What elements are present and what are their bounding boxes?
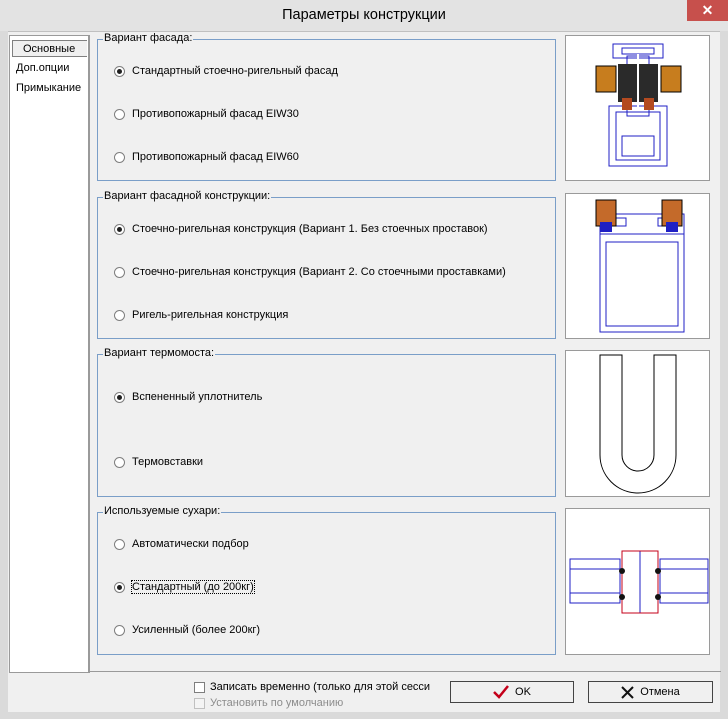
group-title: Вариант термомоста: (103, 347, 216, 359)
radio-indicator[interactable] (114, 152, 125, 163)
window-title: Параметры конструкции (282, 7, 446, 23)
ok-button[interactable]: OK (450, 681, 574, 703)
radio-label[interactable]: Стоечно-ригельная конструкция (Вариант 1… (132, 223, 488, 235)
preview-construction-section (565, 193, 710, 339)
checkbox-box (194, 698, 205, 709)
radio-label[interactable]: Стандартный (до 200кг) (131, 580, 255, 594)
preview-connectors (565, 508, 710, 655)
radio-indicator[interactable] (114, 539, 125, 550)
cross-icon (621, 685, 634, 699)
group-thermal-bridge: Вариант термомоста: Вспененный уплотните… (97, 347, 556, 497)
tab-adjoining[interactable]: Примыкание (16, 82, 82, 94)
radio-label[interactable]: Ригель-ригельная конструкция (132, 309, 289, 321)
group-construction-variant: Вариант фасадной конструкции: Стоечно-ри… (97, 190, 556, 339)
radio-label[interactable]: Стандартный стоечно-ригельный фасад (132, 65, 338, 77)
preview-facade-section (565, 35, 710, 181)
tab-content-area (88, 35, 721, 672)
radio-indicator[interactable] (114, 109, 125, 120)
checkbox-label[interactable]: Записать временно (только для этой сесси (210, 681, 431, 693)
group-title: Вариант фасада: (103, 32, 194, 44)
transom-drawing-icon (595, 199, 685, 333)
preview-thermal-bridge (565, 350, 710, 497)
title-bar: Параметры конструкции ✕ (0, 0, 728, 31)
radio-indicator[interactable] (114, 267, 125, 278)
group-title: Вариант фасадной конструкции: (103, 190, 272, 202)
profile-drawing-icon (595, 43, 682, 167)
dialog-client: Основные Доп.опции Примыкание Вариант фа… (8, 31, 721, 712)
radio-indicator[interactable] (114, 224, 125, 235)
close-button[interactable]: ✕ (687, 0, 728, 21)
checkbox-label: Установить по умолчанию (210, 697, 344, 709)
group-title: Используемые сухари: (103, 505, 222, 517)
radio-label[interactable]: Автоматически подбор (132, 538, 249, 550)
ok-label: OK (515, 686, 531, 698)
radio-label[interactable]: Стоечно-ригельная конструкция (Вариант 2… (132, 266, 506, 278)
connector-drawing-icon (569, 550, 709, 614)
tab-basic[interactable]: Основные (12, 40, 87, 57)
cancel-button[interactable]: Отмена (588, 681, 713, 703)
radio-indicator[interactable] (114, 392, 125, 403)
checkmark-icon (493, 685, 510, 699)
radio-indicator[interactable] (114, 582, 125, 593)
radio-indicator[interactable] (114, 457, 125, 468)
tab-extra-options[interactable]: Доп.опции (16, 62, 70, 74)
cancel-label: Отмена (640, 686, 680, 698)
u-seal-icon (599, 354, 677, 494)
checkbox-box[interactable] (194, 682, 205, 693)
radio-indicator[interactable] (114, 310, 125, 321)
radio-indicator[interactable] (114, 66, 125, 77)
radio-indicator[interactable] (114, 625, 125, 636)
tab-list: Основные Доп.опции Примыкание (9, 35, 90, 673)
group-facade-variant: Вариант фасада: Стандартный стоечно-риге… (97, 32, 556, 181)
radio-label[interactable]: Вспененный уплотнитель (132, 391, 263, 403)
group-connectors: Используемые сухари: Автоматически подбо… (97, 505, 556, 655)
radio-label[interactable]: Противопожарный фасад EIW60 (132, 151, 299, 163)
radio-label[interactable]: Усиленный (более 200кг) (132, 624, 261, 636)
radio-label[interactable]: Противопожарный фасад EIW30 (132, 108, 299, 120)
radio-label[interactable]: Термовставки (132, 456, 204, 468)
